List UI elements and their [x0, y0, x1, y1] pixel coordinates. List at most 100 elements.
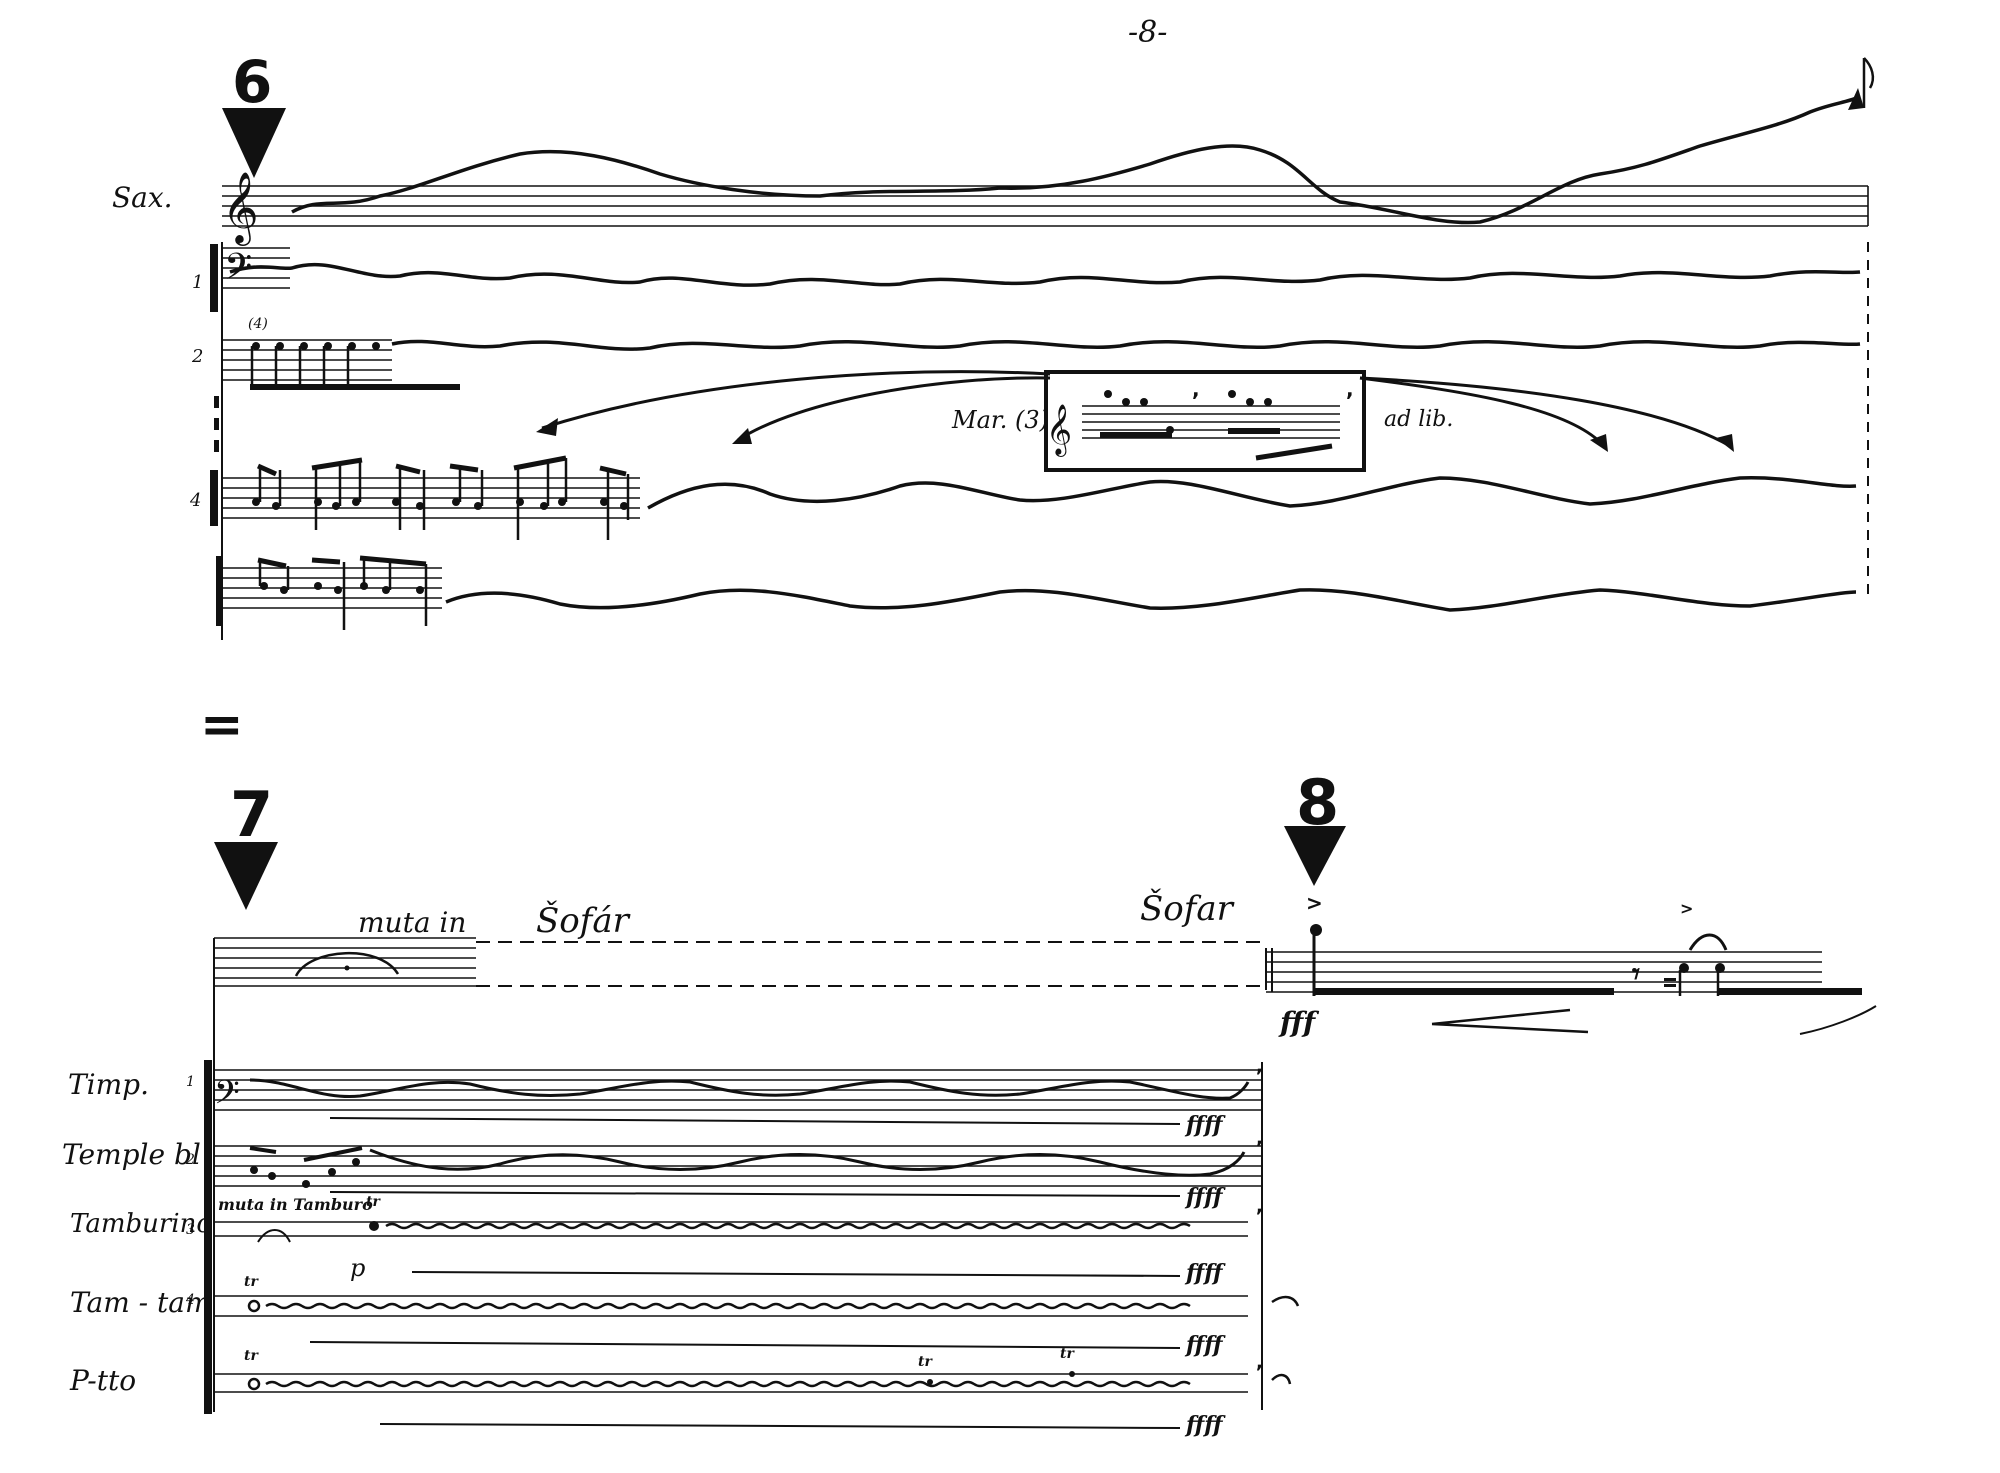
tamtam-trill: [265, 1302, 1191, 1310]
breath-mark-icon: ,: [1256, 1196, 1263, 1217]
perc-staff-5: [222, 567, 442, 609]
breath-mark-icon: ,: [1256, 1128, 1263, 1149]
tamburino-trill: [385, 1222, 1191, 1230]
breath-mark-icon: ,: [1346, 377, 1354, 401]
timp-dynamic: ffff: [1184, 1112, 1226, 1138]
sofar-label-2: Šofar: [1140, 888, 1235, 929]
temple-roll: [369, 1148, 1246, 1177]
note-head: [927, 1379, 933, 1385]
sofar-label-1: Šofár: [536, 900, 631, 941]
fermata-icon: [294, 952, 400, 977]
perc-4-stems: [258, 458, 630, 540]
marimba-box: [1044, 370, 1366, 472]
marimba-notes: [1104, 390, 1272, 434]
arrow-arc-4: [1359, 376, 1731, 448]
perc-2-number: 2: [191, 346, 203, 367]
note-head: [1715, 963, 1725, 973]
note-head: [1679, 963, 1689, 973]
mute-in-tamburo-text: muta in Tamburo: [218, 1195, 373, 1214]
fermata-dot: [344, 965, 350, 971]
piatto-hairpin: [379, 1423, 1181, 1429]
temple-blocks-label: Temple bl: [62, 1138, 201, 1171]
breath-mark-icon: ,: [1256, 1056, 1263, 1077]
sax-label: Sax.: [112, 181, 173, 214]
treble-clef-icon: 𝄞: [1046, 404, 1072, 457]
rehearsal-mark-7: 7: [230, 778, 273, 851]
temple-number: 2: [185, 1152, 195, 1168]
perc-2-beam: [250, 384, 460, 390]
tamtam-hairpin: [309, 1341, 1181, 1349]
sofar-beam: [1314, 988, 1614, 995]
marimba-beam-2: [1228, 428, 1280, 434]
tamtam-number: 4: [185, 1292, 195, 1308]
timp-label: Timp.: [68, 1068, 149, 1101]
system-dots: [214, 396, 219, 452]
arrow-arc-1: [541, 370, 1051, 430]
temple-notes: [250, 1158, 360, 1188]
marimba-label: Mar. (3): [951, 406, 1049, 434]
timp-roll: [249, 1078, 1250, 1100]
tie-icon: [1688, 933, 1728, 951]
perc-1-roll: [229, 262, 1861, 287]
piatto-staff: [214, 1373, 1248, 1393]
tie-icon: [1271, 1295, 1300, 1307]
trill-mark: tr: [1060, 1346, 1075, 1362]
sofar-staff-solid: [214, 937, 476, 987]
trill-mark: tr: [244, 1274, 259, 1290]
perc-2-roll: [391, 339, 1861, 351]
perc-5-notes: [260, 582, 424, 594]
trill-mark: tr: [918, 1354, 933, 1370]
perc-staff-4: [222, 477, 640, 519]
timp-hairpin: [329, 1117, 1181, 1125]
tamtam-label: Tam - tam: [70, 1286, 212, 1319]
note-head: [247, 1299, 261, 1313]
tamburino-label: Tamburino: [70, 1209, 212, 1239]
perc-2-stems: [250, 346, 350, 388]
down-arrow-icon: [1284, 826, 1346, 886]
timp-staff: [214, 1069, 1262, 1111]
sofar-beam-2: [1718, 988, 1862, 995]
temple-staff: [214, 1145, 1262, 1187]
tamburino-hairpin: [411, 1271, 1181, 1277]
sofar-dynamic: fff: [1278, 1006, 1320, 1039]
piatto-dynamic: ffff: [1184, 1412, 1226, 1438]
bass-clef-icon: 𝄢: [224, 246, 252, 297]
rest-icon: 𝄾: [1632, 957, 1640, 992]
accent-icon: >: [1680, 899, 1693, 918]
down-arrow-icon: [222, 108, 286, 178]
perc-5-stems: [258, 558, 428, 630]
perc-5-roll: [445, 588, 1857, 612]
breath-mark-icon: ,: [1192, 377, 1200, 401]
perc-staff-2: [222, 339, 392, 381]
rehearsal-mark-6: 6: [232, 48, 272, 116]
temple-beams: [249, 1146, 363, 1162]
slur-icon: [1799, 1005, 1877, 1035]
fermata-icon: [257, 1229, 291, 1243]
accent-icon: >: [1306, 891, 1323, 915]
down-arrow-icon: [214, 842, 278, 910]
arrow-head-2: [732, 428, 752, 444]
footnote-mark: (4): [248, 316, 268, 332]
perc-4-number: 4: [189, 490, 201, 511]
perc-1-number: 1: [192, 272, 203, 293]
arrow-arc-3: [1359, 376, 1606, 448]
perc-brace: [204, 1060, 212, 1414]
tamtam-staff: [214, 1295, 1248, 1317]
piatto-label: P-tto: [69, 1364, 136, 1397]
mute-in-sofar-text: muta in: [358, 906, 466, 939]
piano-dynamic: p: [350, 1254, 365, 1282]
perc-4-roll: [647, 476, 1857, 510]
perc-4-notes: [252, 498, 628, 510]
note-head: [247, 1377, 261, 1391]
sax-staff: [222, 185, 1869, 227]
piatto-trill: [265, 1380, 1191, 1388]
bass-clef-icon: 𝄢: [214, 1074, 240, 1120]
sofar-staff-8: [1266, 951, 1822, 993]
page-number: -8-: [1128, 15, 1167, 50]
breath-mark-icon: ,: [1256, 1352, 1263, 1373]
staff-bracket-1: [210, 244, 218, 312]
ad-lib-text: ad lib.: [1384, 407, 1453, 432]
tamburino-dynamic: ffff: [1184, 1260, 1226, 1286]
tamburino-staff: [214, 1221, 1248, 1237]
